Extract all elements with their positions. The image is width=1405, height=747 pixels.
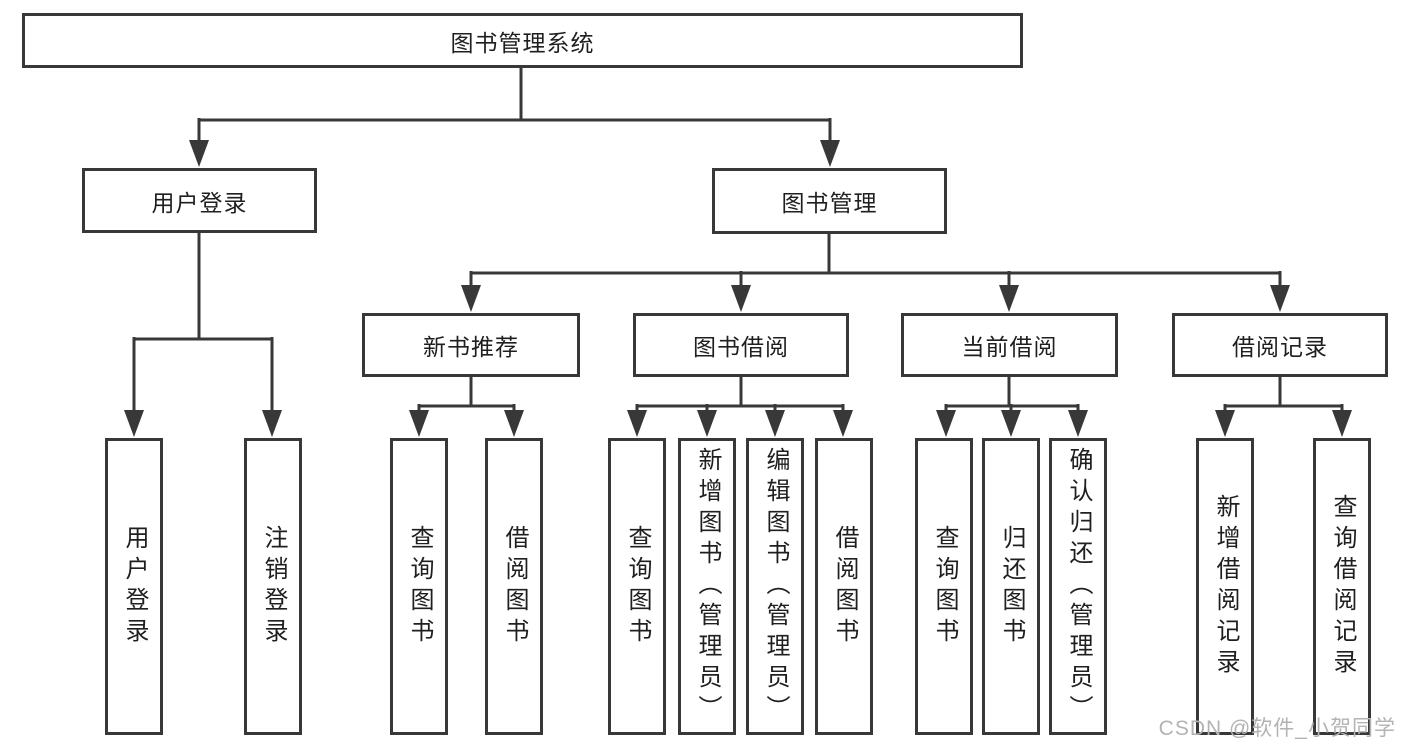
connector-book-borrowing-split [627,377,853,437]
node-borrowing-records: 借阅记录 [1172,313,1388,377]
node-label: 查询图书 [931,524,958,649]
arrowhead [1215,410,1235,437]
arrowhead [820,140,840,167]
leaf-add-books-admin: 新增图书（管理员） [678,438,736,735]
leaf-query-books-current: 查询图书 [915,438,973,735]
arrowhead [409,410,429,437]
connector-current-borrowing-split [936,377,1088,437]
node-label: 查询图书 [406,524,433,649]
connector-path [469,234,1282,287]
node-current-borrowing: 当前借阅 [901,313,1118,377]
node-label: 确认归还（管理员） [1065,447,1092,726]
arrowhead [765,410,785,437]
connector-path [132,233,274,412]
arrowhead [1270,285,1290,312]
node-label: 图书管理系统 [450,29,595,56]
arrowhead [697,410,717,437]
leaf-add-borrow-record: 新增借阅记录 [1196,438,1254,735]
node-book-management: 图书管理 [712,168,947,234]
node-label: 当前借阅 [961,334,1058,360]
arrowhead [189,140,209,167]
node-label: 查询图书 [624,524,651,649]
leaf-borrow-books-borrowing: 借阅图书 [815,438,873,735]
csdn-watermark: CSDN @软件_小贺同学 [1158,717,1396,740]
arrowhead [627,410,647,437]
connector-path [635,377,845,412]
leaf-logout: 注销登录 [244,438,302,735]
connector-path [197,68,832,142]
connector-borrowing-records-split [1215,377,1352,437]
node-label: 图书借阅 [693,334,789,360]
node-book-management-system: 图书管理系统 [22,13,1023,68]
connector-path [1223,377,1344,412]
connector-root-split [189,68,840,167]
node-label: 借阅图书 [831,524,858,649]
arrowhead [461,285,481,312]
arrowhead [833,410,853,437]
node-label: 新增借阅记录 [1212,493,1239,680]
connector-user-login-split [124,233,282,437]
connector-book-management-split [461,234,1290,312]
arrowhead [262,410,282,437]
node-label: 注销登录 [260,524,287,649]
leaf-user-login: 用户登录 [105,438,163,735]
node-user-login: 用户登录 [82,168,317,233]
leaf-query-books-recommend: 查询图书 [390,438,448,735]
leaf-query-books-borrowing: 查询图书 [608,438,666,735]
node-label: 用户登录 [121,524,148,649]
arrowhead [1068,410,1088,437]
leaf-query-borrow-record: 查询借阅记录 [1313,438,1371,735]
node-book-borrowing: 图书借阅 [633,313,849,377]
arrowhead [124,410,144,437]
arrowhead [999,285,1019,312]
arrowhead [1001,410,1021,437]
connector-path [417,377,516,412]
node-new-book-recommendation: 新书推荐 [362,313,580,377]
node-label: 新书推荐 [423,334,519,360]
connector-new-book-recommendation-split [409,377,524,437]
arrowhead [936,410,956,437]
node-label: 查询借阅记录 [1329,493,1356,680]
leaf-confirm-return-admin: 确认归还（管理员） [1049,438,1107,735]
connector-path [944,377,1080,412]
leaf-return-books: 归还图书 [982,438,1040,735]
node-label: 新增图书（管理员） [694,447,721,726]
node-label: 借阅图书 [501,524,528,649]
node-label: 图书管理 [781,190,878,216]
node-label: 归还图书 [998,524,1025,649]
node-label: 用户登录 [151,189,248,216]
leaf-edit-books-admin: 编辑图书（管理员） [746,438,804,735]
node-label: 借阅记录 [1232,334,1328,360]
arrowhead [731,285,751,312]
leaf-borrow-books-recommend: 借阅图书 [485,438,543,735]
node-label: 编辑图书（管理员） [762,447,789,726]
arrowhead [504,410,524,437]
arrowhead [1332,410,1352,437]
